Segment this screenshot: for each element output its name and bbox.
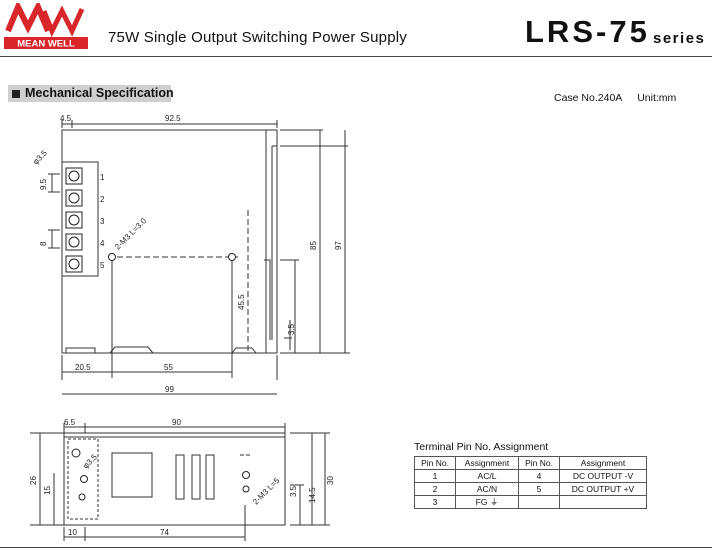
table-header: Assignment xyxy=(455,456,519,470)
table-row: 3 FG ⏚ xyxy=(414,495,647,509)
dim-screw-note: 2-M3 L=3.0 xyxy=(113,216,149,252)
dim-left-margin: 4.5 xyxy=(60,114,72,123)
table-cell: 5 xyxy=(518,482,560,496)
table-cell: 3 xyxy=(414,495,456,509)
terminal-table: Pin No. Assignment Pin No. Assignment 1 … xyxy=(414,456,647,509)
side-dim-height-inner: 26 xyxy=(29,476,38,485)
table-header: Pin No. xyxy=(518,456,560,470)
dim-bottom-offset: 3.5 xyxy=(287,323,296,335)
side-dim-hole-dia: φ3.5 xyxy=(81,452,99,470)
table-cell xyxy=(559,495,647,509)
table-cell: 2 xyxy=(414,482,456,496)
dim-hole-span: 55 xyxy=(164,363,173,372)
dim-pitch: 9.5 xyxy=(39,178,48,190)
section-bullet-icon xyxy=(12,90,20,98)
side-dim-hole-z: 14.5 xyxy=(308,487,317,503)
dim-width: 92.5 xyxy=(165,114,181,123)
dim-inner-height: 85 xyxy=(309,241,318,250)
terminal-label-2: 2 xyxy=(100,195,105,204)
dim-spacing: 8 xyxy=(39,241,48,246)
table-row: 2 AC/N 5 DC OUTPUT +V xyxy=(414,482,647,496)
terminal-label-4: 4 xyxy=(100,239,105,248)
section-title: Mechanical Specification xyxy=(25,86,174,100)
mean-well-logo: MEAN WELL xyxy=(4,0,90,50)
side-dim-hole-x: 10 xyxy=(68,528,77,537)
header-divider xyxy=(0,56,712,57)
terminal-table-title: Terminal Pin No. Assignment xyxy=(414,441,549,453)
dim-hole-x: 20.5 xyxy=(75,363,91,372)
side-dim-left-margin: 6.5 xyxy=(64,418,76,427)
footer-divider xyxy=(0,547,712,548)
side-dim-bottom-offset: 3.5 xyxy=(289,485,298,497)
table-header-row: Pin No. Assignment Pin No. Assignment xyxy=(414,456,647,470)
unit-label: Unit:mm xyxy=(637,92,677,104)
dim-hole-dia: φ3.5 xyxy=(31,148,49,166)
side-dim-screw-note: 2-M3 L=5 xyxy=(251,476,282,507)
side-view-drawing: 6.5 90 φ3.5 26 15 2-M3 L=5 3.5 14.5 30 1… xyxy=(29,418,335,541)
terminal-label-3: 3 xyxy=(100,217,105,226)
dim-hole-height: 45.5 xyxy=(237,294,246,310)
table-cell: DC OUTPUT -V xyxy=(559,469,647,483)
side-dim-hole-height: 15 xyxy=(43,486,52,495)
model-name: LRS-75 xyxy=(525,14,650,49)
side-dim-hole-span: 74 xyxy=(160,528,169,537)
table-cell: 4 xyxy=(518,469,560,483)
table-cell: FG ⏚ xyxy=(455,495,519,509)
brand-name: MEAN WELL xyxy=(17,39,75,50)
table-header: Assignment xyxy=(559,456,647,470)
table-header: Pin No. xyxy=(414,456,456,470)
series-label: series xyxy=(653,30,706,47)
table-cell xyxy=(518,495,560,509)
case-number: Case No.240A xyxy=(554,92,623,104)
dim-outer-height: 97 xyxy=(334,241,343,250)
terminal-label-5: 5 xyxy=(100,261,105,270)
page-subtitle: 75W Single Output Switching Power Supply xyxy=(108,29,407,46)
top-view-drawing: 1 2 3 4 5 4.5 92.5 φ3.5 9.5 2-M3 L=3.0 8… xyxy=(31,114,350,395)
case-info: Case No.240A Unit:mm xyxy=(554,92,688,104)
side-dim-height: 30 xyxy=(326,476,335,485)
dim-total-width: 99 xyxy=(165,385,174,394)
terminal-label-1: 1 xyxy=(100,173,105,182)
table-cell: AC/L xyxy=(455,469,519,483)
table-cell: 1 xyxy=(414,469,456,483)
side-dim-length: 90 xyxy=(172,418,181,427)
table-cell: AC/N xyxy=(455,482,519,496)
section-header: Mechanical Specification xyxy=(8,85,174,102)
table-row: 1 AC/L 4 DC OUTPUT -V xyxy=(414,469,647,483)
table-cell: DC OUTPUT +V xyxy=(559,482,647,496)
